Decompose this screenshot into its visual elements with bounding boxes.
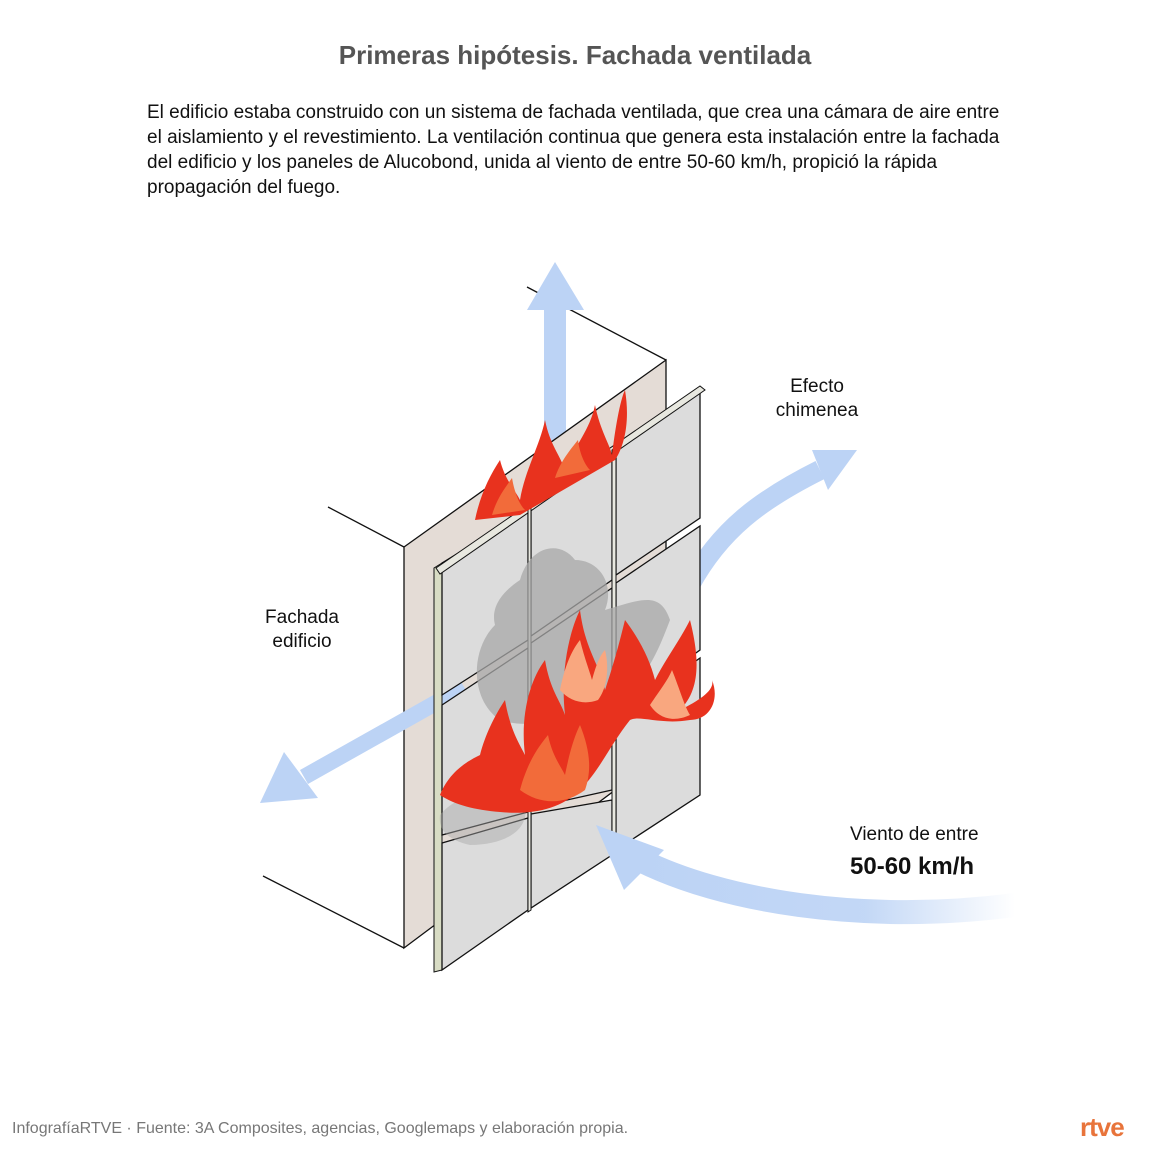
page-title: Primeras hipótesis. Fachada ventilada xyxy=(338,40,812,70)
label-efecto-line1: Efecto xyxy=(790,376,844,397)
label-fachada-line1: Fachada xyxy=(265,607,339,628)
label-viento: Viento de entre 50-60 km/h xyxy=(850,823,1050,879)
label-viento-speed: 50-60 km/h xyxy=(850,853,975,880)
rtve-logo: rtve xyxy=(1080,1112,1125,1142)
label-efecto-line2: chimenea xyxy=(775,400,859,421)
label-fachada-edificio: Fachada edificio xyxy=(232,606,372,654)
arrow-left-down-icon xyxy=(260,680,468,803)
flame-icon xyxy=(475,390,627,520)
arrow-right-up-icon xyxy=(681,450,857,590)
label-fachada-line2: edificio xyxy=(272,631,332,652)
flame-icon xyxy=(440,610,715,813)
source-footer: InfografíaRTVE · Fuente: 3A Composites, … xyxy=(12,1120,629,1137)
label-viento-text: Viento de entre xyxy=(850,824,979,845)
label-efecto-chimenea: Efecto chimenea xyxy=(742,375,892,423)
arrow-wind-icon xyxy=(596,825,1017,925)
intro-paragraph: El edificio estaba construido con un sis… xyxy=(147,102,1000,198)
